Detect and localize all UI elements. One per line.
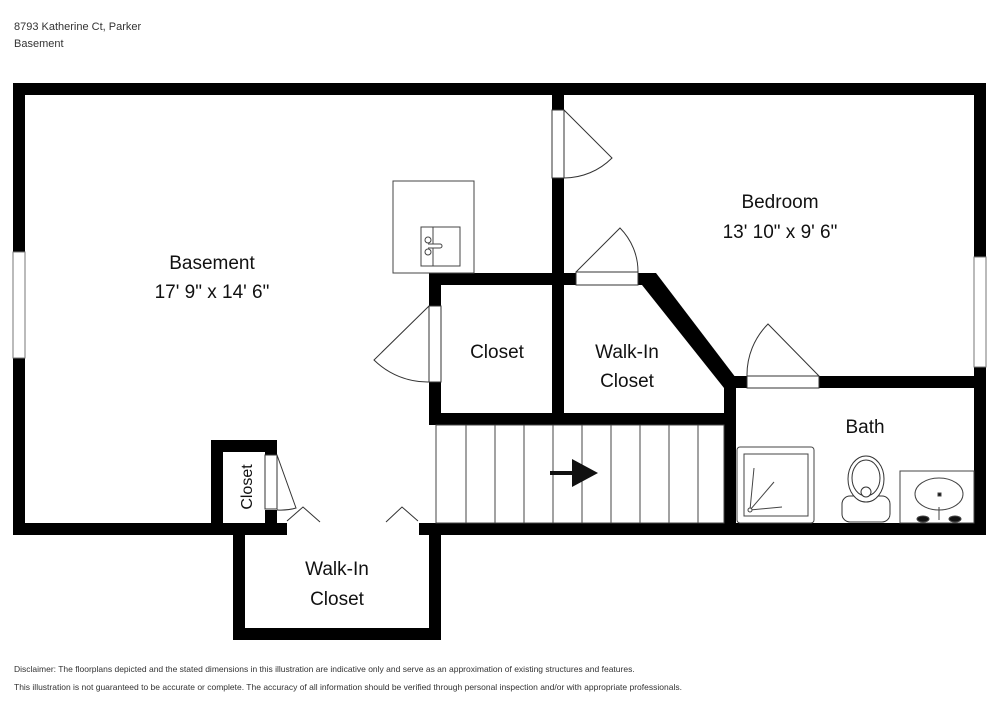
shower-icon [736, 446, 815, 524]
toilet-icon [841, 455, 891, 523]
window-left [12, 251, 26, 359]
window-right [973, 256, 987, 368]
disclaimer-line1: Disclaimer: The floorplans depicted and … [14, 664, 635, 674]
walkin-center-line1: Walk-In [595, 342, 659, 363]
stairs[interactable] [435, 424, 725, 524]
address-label: 8793 Katherine Ct, Parker [14, 21, 142, 33]
walkin-center-line2: Closet [600, 371, 655, 392]
bath-label: Bath [845, 417, 884, 438]
closet-small-label: Closet [239, 464, 256, 510]
bedroom-dims: 13' 10" x 9' 6" [723, 222, 838, 243]
stairs-arrow-icon [550, 459, 598, 487]
basement-name: Basement [169, 253, 255, 274]
disclaimer-line2: This illustration is not guaranteed to b… [14, 682, 682, 692]
closet-center-label: Closet [470, 342, 525, 363]
basement-dims: 17' 9" x 14' 6" [155, 282, 270, 303]
level-label: Basement [14, 38, 64, 50]
walkin-bottom-line1: Walk-In [305, 559, 369, 580]
vanity-sink-icon [899, 470, 975, 524]
sink-counter-icon [392, 180, 475, 274]
walkin-bottom-line2: Closet [310, 589, 365, 610]
doors [264, 109, 820, 523]
bedroom-name: Bedroom [741, 192, 818, 213]
